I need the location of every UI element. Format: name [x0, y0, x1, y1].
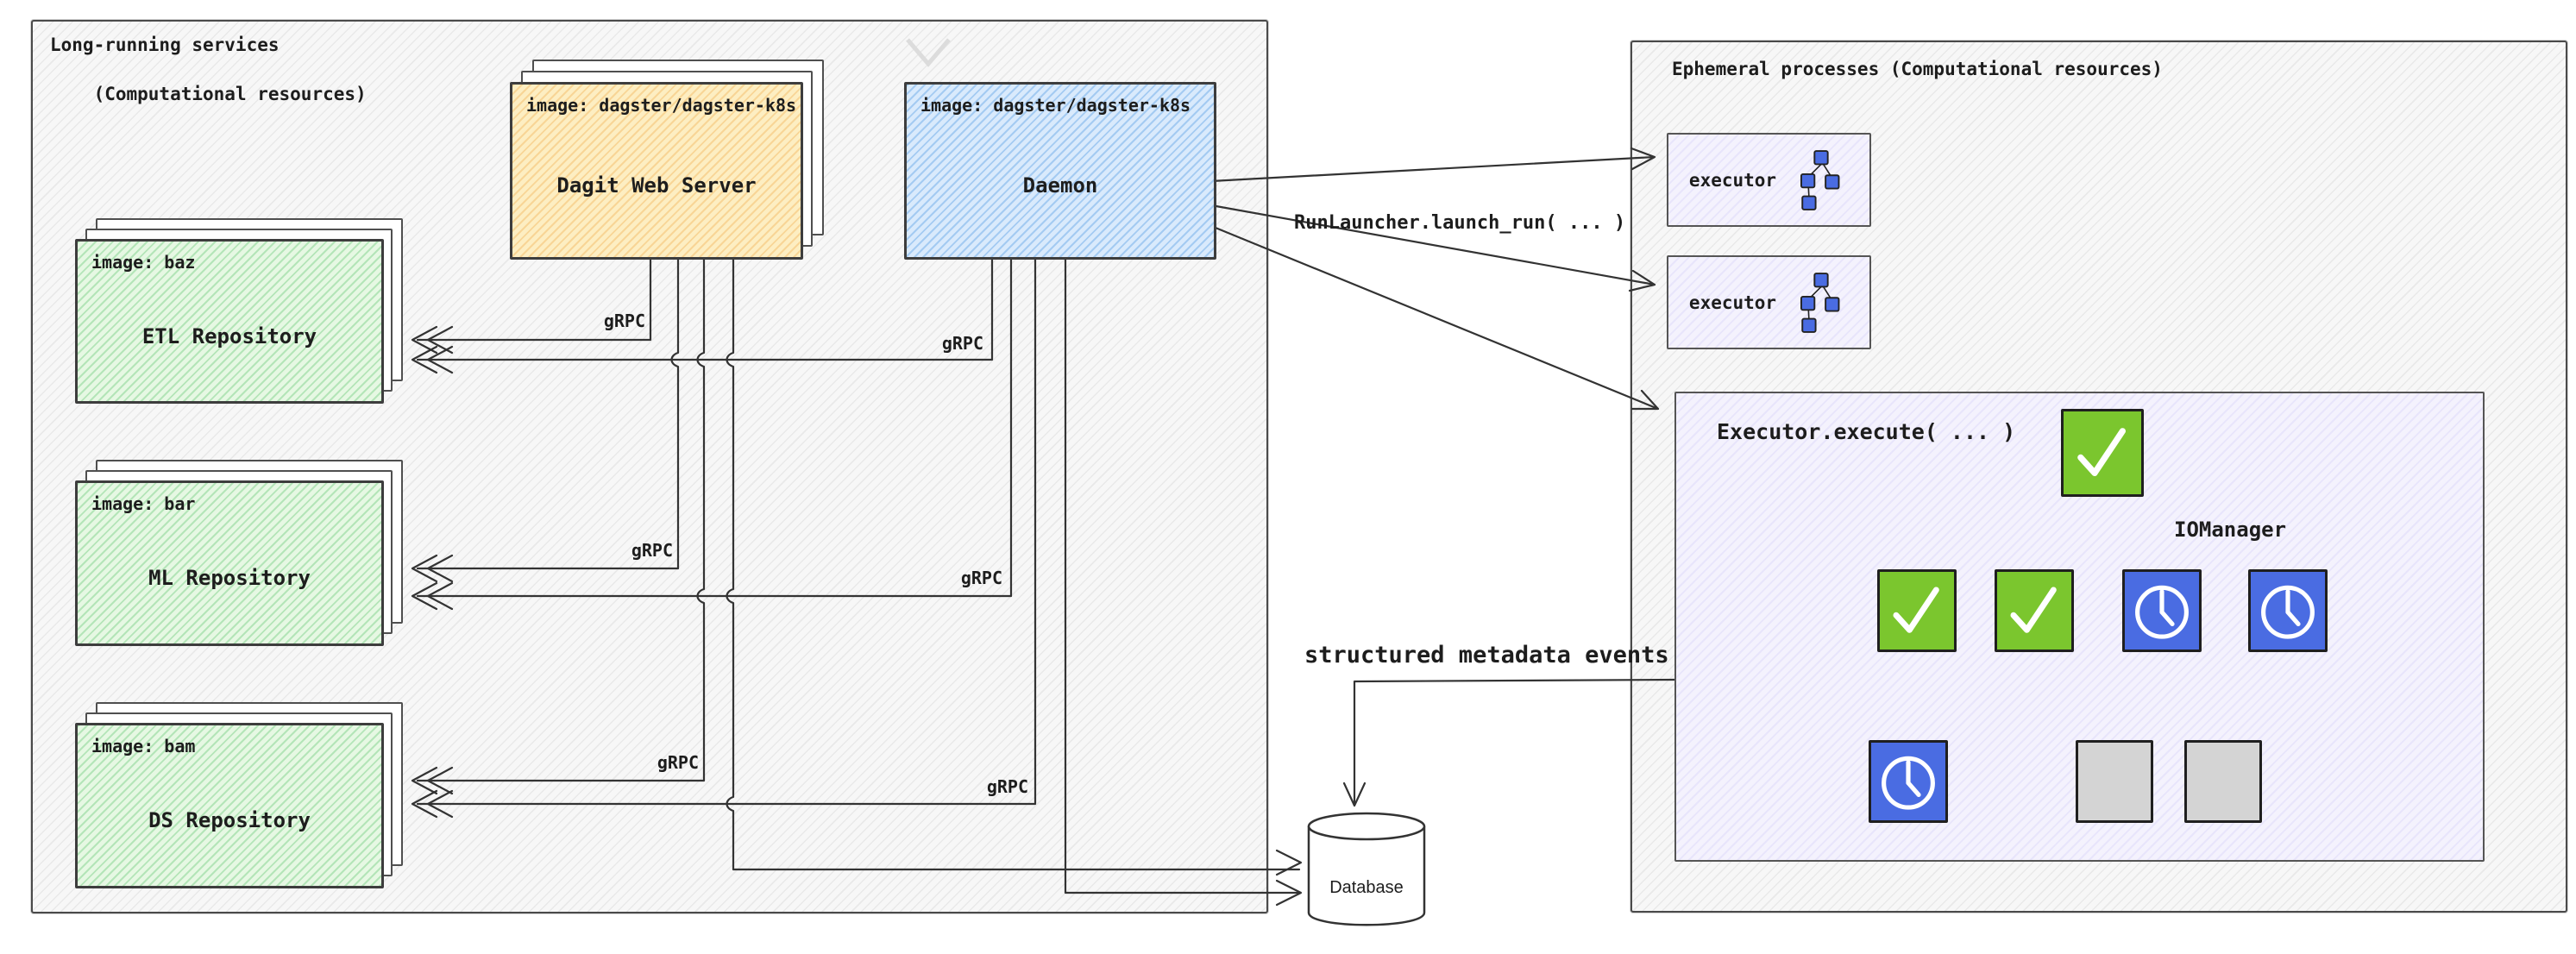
executor-execute-title: Executor.execute( ... ): [1717, 419, 2016, 444]
executor-2-label: executor: [1688, 292, 1777, 313]
structured-events-label: structured metadata events: [1304, 642, 1669, 668]
right-panel-title: Ephemeral processes (Computational resou…: [1672, 59, 2163, 79]
database-cylinder-body: [1307, 826, 1426, 926]
etl-title: ETL Repository: [141, 323, 317, 348]
grpc-label-dagit-ds: gRPC: [657, 752, 699, 773]
grpc-label-daemon-etl: gRPC: [941, 333, 983, 354]
etl-repository-box: image: baz ETL Repository: [75, 239, 384, 404]
clock-icon: [2261, 585, 2315, 639]
left-panel-title-line1: Long-running services: [50, 35, 280, 55]
daemon-title: Daemon: [1022, 173, 1098, 198]
database-cylinder: [1307, 812, 1426, 926]
grpc-label-dagit-etl: gRPC: [603, 311, 645, 331]
ds-repository-box: image: bam DS Repository: [75, 723, 384, 888]
ml-repository-box: image: bar ML Repository: [75, 480, 384, 646]
daemon-box: image: dagster/dagster-k8s Daemon: [904, 82, 1216, 260]
runlauncher-arrow-executor1: [1209, 147, 1656, 183]
left-panel-title: Long-running services (Computational res…: [50, 33, 367, 130]
status-node-check-1: [1877, 569, 1957, 652]
executor-box-2: executor: [1667, 255, 1871, 349]
dagit-web-server-box: image: dagster/dagster-k8s Dagit Web Ser…: [510, 82, 803, 260]
check-icon: [2077, 428, 2126, 476]
ml-title: ML Repository: [148, 566, 311, 590]
database-cylinder-top: [1307, 812, 1426, 841]
ml-image-label: image: bar: [91, 493, 196, 514]
database-label: Database: [1329, 878, 1404, 897]
dag-icon: [1800, 149, 1840, 210]
status-node-clock-3: [1869, 740, 1948, 823]
clock-icon: [1882, 756, 1935, 810]
dag-icon: [1800, 272, 1840, 333]
status-node-pending-1: [2076, 740, 2153, 823]
left-panel-title-line2: (Computational resources): [93, 83, 367, 104]
runlauncher-label: RunLauncher.launch_run( ... ): [1294, 212, 1626, 234]
executor-1-label: executor: [1688, 169, 1777, 191]
status-node-check-root: [2061, 409, 2144, 497]
clock-icon: [2135, 585, 2189, 639]
check-icon: [2010, 587, 2057, 633]
dagit-title: Dagit Web Server: [556, 173, 757, 198]
grpc-label-daemon-ml: gRPC: [960, 568, 1002, 588]
etl-image-label: image: baz: [91, 252, 196, 273]
daemon-image-label: image: dagster/dagster-k8s: [920, 95, 1191, 116]
executor-box-1: executor: [1667, 133, 1871, 227]
status-node-clock-2: [2248, 569, 2328, 652]
ds-image-label: image: bam: [91, 736, 196, 756]
status-node-check-2: [1995, 569, 2074, 652]
iomanager-label: IOManager: [2174, 518, 2287, 542]
grpc-label-daemon-ds: gRPC: [986, 776, 1028, 797]
status-node-pending-2: [2184, 740, 2262, 823]
arrowhead-database-from-daemon: [1275, 879, 1303, 907]
grpc-label-dagit-ml: gRPC: [631, 540, 673, 561]
ds-title: DS Repository: [148, 808, 311, 832]
arrowhead-database-from-dagit: [1275, 849, 1303, 876]
arrowhead-database-top: [1342, 781, 1367, 807]
runlauncher-arrow-execute-box: [1209, 224, 1660, 411]
status-node-clock-1: [2122, 569, 2202, 652]
structured-events-line: [1353, 678, 1676, 806]
check-icon: [1893, 587, 1939, 633]
dagit-image-label: image: dagster/dagster-k8s: [526, 95, 797, 116]
